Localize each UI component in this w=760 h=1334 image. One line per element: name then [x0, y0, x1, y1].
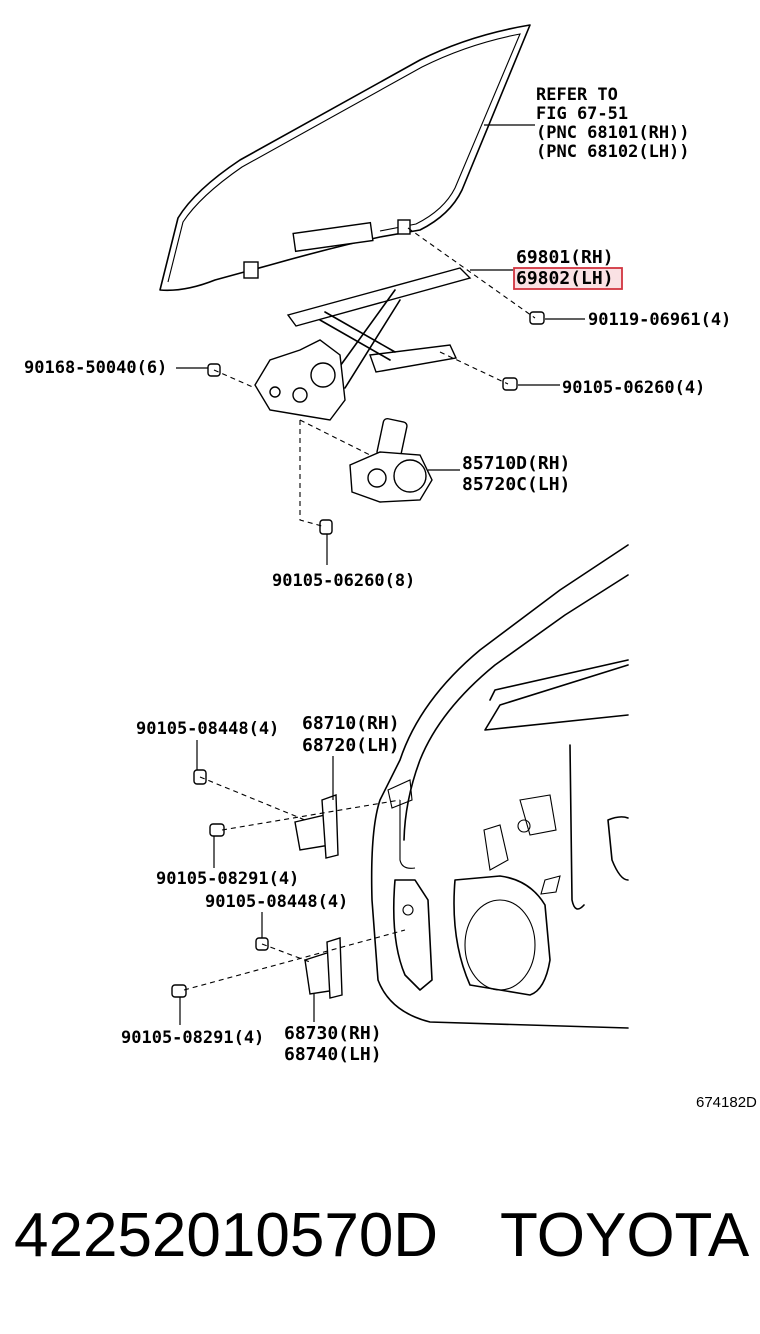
part-68710[interactable]: 68710(RH)	[302, 713, 400, 734]
door-hinge-lower-illustration	[171, 937, 343, 999]
footer-part-number: 42252010570D	[14, 1201, 438, 1270]
refer-line-4: (PNC 68102(LH))	[536, 142, 690, 162]
door-body-illustration	[370, 544, 629, 1029]
window-regulator-illustration	[254, 267, 472, 421]
bolt-icon	[207, 311, 545, 535]
refer-line-3: (PNC 68101(RH))	[536, 123, 690, 143]
part-85710d[interactable]: 85710D(RH)	[462, 453, 570, 474]
part-68720[interactable]: 68720(LH)	[302, 735, 400, 756]
part-85720c[interactable]: 85720C(LH)	[462, 474, 570, 495]
part-69802-highlighted[interactable]: 69802(LH)	[516, 268, 614, 289]
regulator-motor-illustration	[349, 417, 433, 503]
part-90119-06961[interactable]: 90119-06961(4)	[588, 310, 731, 330]
highlight-box	[513, 267, 623, 290]
footer-brand: TOYOTA	[500, 1201, 750, 1270]
part-90105-08291-lower[interactable]: 90105-08291(4)	[121, 1028, 264, 1048]
part-68730[interactable]: 68730(RH)	[284, 1023, 382, 1044]
refer-line-1: REFER TO	[536, 85, 618, 105]
door-glass-illustration	[159, 24, 531, 292]
door-hinge-upper-illustration	[193, 769, 339, 859]
part-90105-06260-4[interactable]: 90105-06260(4)	[562, 378, 705, 398]
part-90105-08448-upper[interactable]: 90105-08448(4)	[136, 719, 279, 739]
part-90105-06260-8[interactable]: 90105-06260(8)	[272, 571, 415, 591]
refer-line-2: FIG 67-51	[536, 104, 628, 124]
diagram-code: 674182D	[696, 1094, 757, 1111]
part-90105-08291-upper[interactable]: 90105-08291(4)	[156, 869, 299, 889]
part-69801[interactable]: 69801(RH)	[516, 247, 614, 268]
part-68740[interactable]: 68740(LH)	[284, 1044, 382, 1065]
part-90105-08448-lower[interactable]: 90105-08448(4)	[205, 892, 348, 912]
part-90168-50040[interactable]: 90168-50040(6)	[24, 358, 167, 378]
